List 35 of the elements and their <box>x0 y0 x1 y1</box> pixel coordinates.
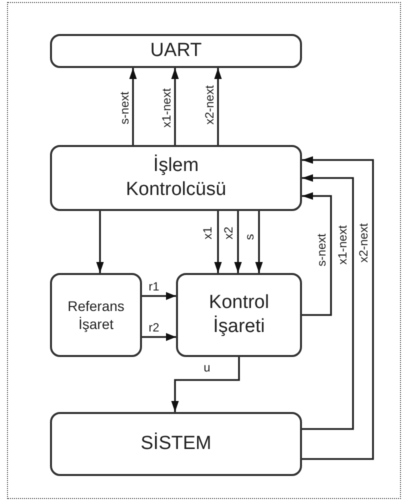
arrow <box>171 68 179 145</box>
process-box <box>50 412 302 476</box>
arrow <box>234 211 242 273</box>
edge-label: r2 <box>148 322 160 334</box>
edge-label: x1-next <box>160 88 174 128</box>
edge-label: x1 <box>202 226 214 240</box>
process-box <box>50 145 302 211</box>
process-box <box>50 34 302 68</box>
arrow <box>129 68 137 145</box>
edge-label: s <box>244 234 256 240</box>
box-label: SİSTEM <box>140 432 212 456</box>
edge-label: x1-next <box>336 225 350 265</box>
edge-label: r1 <box>148 280 160 294</box>
box-label: İşlem Kontrolcüsü <box>124 154 228 202</box>
box-label: Kontrol İşareti <box>208 291 270 339</box>
arrow <box>302 192 332 316</box>
process-box <box>176 273 302 357</box>
arrow <box>96 211 104 273</box>
arrow <box>142 292 176 300</box>
arrow <box>171 357 240 412</box>
edge-label: u <box>204 362 210 374</box>
box-label: UART <box>150 38 202 63</box>
arrow <box>302 156 374 460</box>
edge-label: x2 <box>222 226 236 240</box>
box-label: Referans İşaret <box>66 297 126 333</box>
arrow <box>142 333 176 341</box>
edge-label: x2-next <box>358 223 370 263</box>
edge-label: s-next <box>118 92 132 124</box>
arrow <box>214 68 222 145</box>
arrow <box>302 174 354 430</box>
arrow <box>255 211 263 273</box>
arrow <box>214 211 222 273</box>
edge-label: s-next <box>316 234 328 266</box>
edge-label: x2-next <box>204 85 216 125</box>
process-box <box>50 273 142 357</box>
